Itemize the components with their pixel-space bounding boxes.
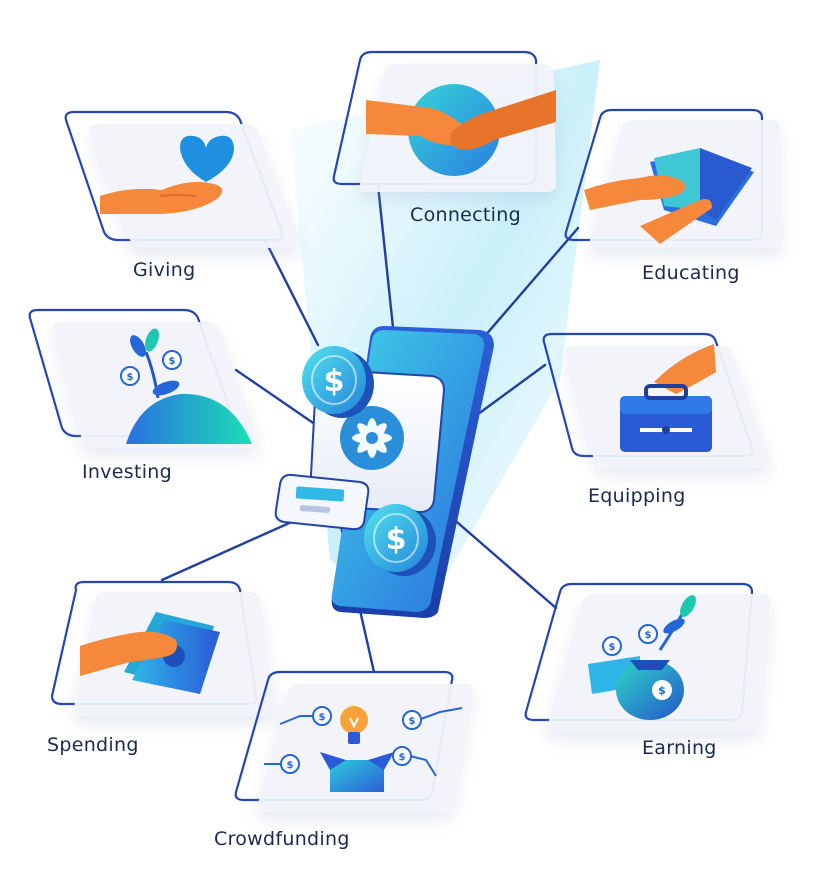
label-earning: Earning — [642, 737, 717, 759]
hand-with-toolbox-icon — [620, 344, 716, 452]
svg-text:$: $ — [169, 356, 176, 367]
node-crowdfunding: $ $ $ $ — [234, 670, 473, 812]
sprouting-plant-with-coins-icon: $ $ — [120, 328, 252, 444]
node-connecting — [332, 50, 556, 192]
svg-text:$: $ — [319, 712, 326, 723]
svg-text:$: $ — [399, 752, 406, 763]
svg-text:$: $ — [609, 642, 616, 653]
label-crowdfunding: Crowdfunding — [214, 828, 350, 850]
money-bag-with-plant-icon: $ $ $ — [588, 595, 696, 720]
label-investing: Investing — [82, 461, 173, 483]
connector-giving — [263, 238, 320, 347]
label-connecting: Connecting — [410, 204, 521, 226]
hand-with-book-icon — [584, 148, 754, 244]
lightbulb-box-coins-icon: $ $ $ $ — [264, 706, 463, 792]
svg-text:$: $ — [645, 630, 652, 641]
node-giving — [64, 110, 301, 248]
svg-text:$: $ — [324, 364, 345, 399]
label-educating: Educating — [642, 262, 740, 284]
svg-text:$: $ — [658, 684, 666, 697]
node-educating — [564, 108, 782, 248]
svg-text:$: $ — [287, 760, 294, 771]
node-spending — [50, 580, 277, 716]
node-investing: $ $ — [28, 308, 259, 448]
handshake-icon — [366, 84, 556, 176]
label-spending: Spending — [47, 734, 139, 756]
phone-with-flower-logo-and-coins-icon: $ $ — [274, 326, 494, 618]
hand-with-heart-icon — [100, 135, 234, 214]
connector-spending — [160, 518, 298, 582]
svg-text:$: $ — [127, 372, 134, 383]
node-equipping — [542, 332, 771, 468]
label-giving: Giving — [133, 259, 196, 281]
coin-top-icon: $ — [302, 346, 374, 418]
credit-card-icon — [274, 473, 370, 531]
node-earning: $ $ $ — [524, 582, 770, 732]
hand-with-cash-icon — [80, 612, 220, 694]
label-equipping: Equipping — [588, 485, 686, 507]
svg-text:$: $ — [386, 522, 407, 557]
coin-bottom-icon: $ — [364, 504, 436, 576]
svg-text:$: $ — [409, 716, 416, 727]
flower-logo-icon — [340, 406, 404, 470]
